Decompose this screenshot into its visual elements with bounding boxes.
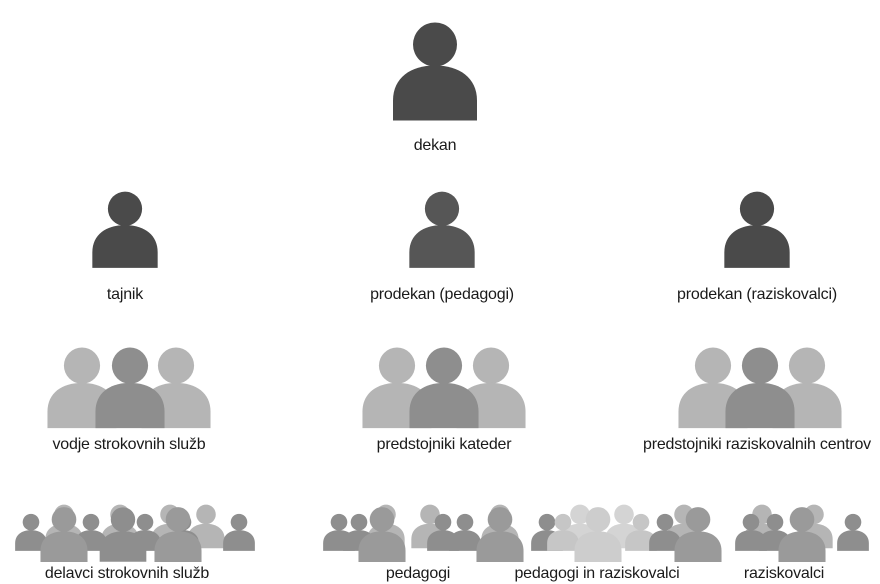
secretary-icon [92, 191, 158, 268]
dean-icon [393, 22, 477, 121]
service-staff-crowd-icon [15, 504, 255, 562]
teachers-crowd-icon [323, 504, 563, 562]
department-heads-label: predstojniki kateder [376, 436, 512, 453]
dean-label: dekan [413, 137, 457, 154]
teachers-label: pedagogi [385, 565, 451, 582]
researchers-crowd-icon [649, 504, 869, 562]
center-heads-group-icon [678, 347, 842, 429]
vice-dean-research-icon [724, 191, 790, 268]
vice-dean-research-label: prodekan (raziskovalci) [677, 286, 837, 303]
vice-dean-teaching-icon [409, 191, 475, 268]
service-staff-label: delavci strokovnih služb [44, 565, 210, 582]
department-heads-group-icon [362, 347, 526, 429]
center-heads-label: predstojniki raziskovalnih centrov [643, 436, 871, 453]
teachers-researchers-crowd-icon [547, 504, 657, 562]
service-heads-group-icon [47, 347, 211, 429]
vice-dean-teaching-label: prodekan (pedagogi) [370, 286, 514, 303]
service-heads-label: vodje strokovnih služb [52, 436, 206, 453]
secretary-label: tajnik [106, 286, 144, 303]
teachers-researchers-label: pedagogi in raziskovalci [514, 565, 680, 582]
researchers-label: raziskovalci [743, 565, 825, 582]
